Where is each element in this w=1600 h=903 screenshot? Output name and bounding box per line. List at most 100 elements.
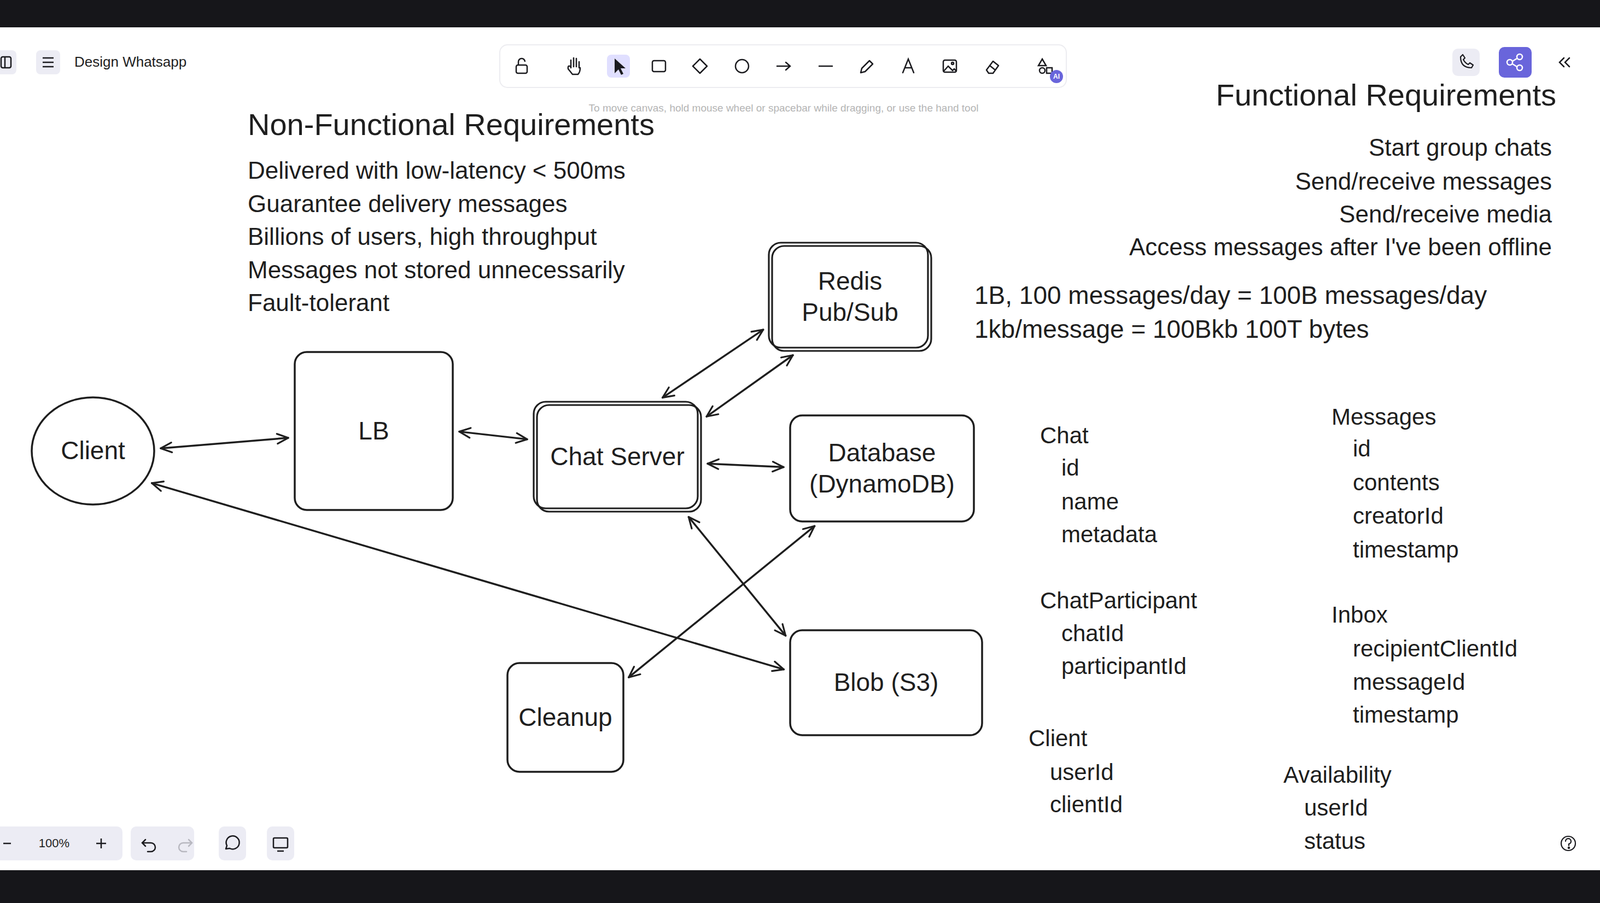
text-label: Send/receive messages	[1294, 167, 1552, 197]
node-text-group: Blob (S3)	[833, 667, 939, 699]
node-label: Blob (S3)	[833, 667, 939, 699]
text-label: timestamp	[1352, 701, 1459, 729]
eraser-icon	[986, 61, 999, 74]
share-button	[1512, 58, 1517, 67]
bottom-frame	[0, 870, 1600, 903]
lock-icon	[518, 58, 525, 66]
share-button	[1516, 54, 1523, 60]
component-box: LB	[293, 351, 454, 512]
lock-icon	[516, 65, 528, 74]
selection-tool	[606, 54, 630, 78]
component-box: Redis Pub/Sub	[767, 241, 933, 353]
node-text-group: Client	[60, 435, 126, 467]
connector-arrow	[160, 438, 289, 449]
text-label: 1B, 100 messages/day = 100B messages/day	[974, 280, 1487, 311]
text-label: Billions of users, high throughput	[247, 222, 597, 252]
menu-button	[42, 57, 54, 60]
text-label: AI	[1053, 72, 1060, 81]
component-box: Chat Server	[532, 400, 703, 513]
node-label: Client	[60, 435, 126, 467]
node-outline	[789, 414, 975, 523]
comment-button	[218, 826, 247, 861]
help-button	[1561, 836, 1576, 851]
document-title: Design Whatsapp	[74, 53, 187, 71]
node-outline-shape	[790, 630, 983, 736]
undo-redo	[142, 839, 156, 852]
zoom-controls	[96, 838, 107, 849]
text-label: name	[1061, 488, 1119, 516]
node-label: LB	[358, 415, 389, 448]
phone-button	[1452, 48, 1480, 77]
text-label: id	[1352, 435, 1371, 463]
text-label: status	[1304, 827, 1366, 856]
image-icon	[951, 62, 954, 65]
text-label: messageId	[1352, 668, 1465, 697]
shapes-library-icon	[1039, 67, 1045, 74]
ellipse-icon	[735, 59, 749, 73]
node-label: Redis Pub/Sub	[782, 265, 918, 329]
connector-arrow	[459, 431, 528, 440]
text-label: 100%	[38, 836, 70, 851]
text-label: Availability	[1283, 761, 1392, 790]
sidebar-button	[0, 50, 17, 75]
text-label: Client	[1028, 725, 1088, 753]
arrow-icon	[777, 62, 791, 70]
shapes-library-icon	[1038, 59, 1053, 74]
sidebar-button	[1, 56, 11, 68]
text-label: Fault-tolerant	[247, 288, 390, 318]
undo-redo	[130, 826, 195, 861]
menu-button	[36, 50, 61, 75]
text-label: clientId	[1049, 791, 1123, 819]
node-outline-shape	[294, 352, 453, 511]
zoom-controls	[0, 826, 123, 861]
image-icon	[943, 60, 957, 73]
node-outline-shape	[536, 405, 702, 512]
node-outline-shape	[772, 246, 932, 352]
share-button	[1516, 65, 1523, 71]
sidebar-button	[4, 56, 7, 68]
text-label: Non-Functional Requirements	[247, 106, 655, 143]
text-label: Messages	[1331, 403, 1436, 431]
menu-button	[42, 61, 54, 64]
connector-arrow	[706, 355, 793, 417]
connector-arrow	[707, 463, 784, 467]
share-button	[1507, 59, 1513, 66]
connector-arrow	[628, 526, 815, 678]
text-label: Chat	[1040, 422, 1089, 450]
text-label: contents	[1352, 469, 1440, 497]
text-label: creatorId	[1352, 502, 1444, 530]
node-outline	[767, 241, 933, 353]
text-label: Send/receive media	[1339, 200, 1552, 230]
share-button	[1498, 47, 1532, 78]
help-button	[1565, 838, 1572, 846]
text-label: recipientClientId	[1352, 635, 1518, 663]
toolbar	[499, 44, 1067, 88]
text-label: Access messages after I've been offline	[1129, 232, 1552, 262]
lock-icon	[516, 58, 528, 74]
hand-icon	[568, 57, 581, 75]
help-button	[1568, 847, 1570, 849]
node-text-group: LB	[358, 415, 389, 448]
phone-button	[1452, 48, 1480, 77]
menu-button	[36, 50, 61, 75]
text-label: chatId	[1061, 620, 1124, 648]
zoom-controls	[0, 826, 123, 861]
shapes-library-icon	[1046, 67, 1053, 74]
ai-badge	[1049, 69, 1064, 84]
node-text-group: Chat Server	[550, 441, 685, 474]
node-label: Database (DynamoDB)	[801, 437, 963, 501]
node-outline-shape	[507, 663, 624, 773]
menu-button	[42, 66, 54, 68]
text-label: ChatParticipant	[1040, 587, 1197, 615]
line-icon	[819, 65, 833, 68]
selection-tool	[614, 58, 626, 75]
node-outline-shape	[790, 415, 974, 522]
text-label: userId	[1304, 794, 1369, 822]
undo-redo	[130, 826, 195, 861]
comment-button	[218, 826, 247, 861]
text-label: metadata	[1061, 521, 1158, 549]
client-circle: Client	[30, 396, 156, 506]
help-button	[1561, 836, 1576, 851]
node-text-group: Cleanup	[518, 702, 612, 734]
